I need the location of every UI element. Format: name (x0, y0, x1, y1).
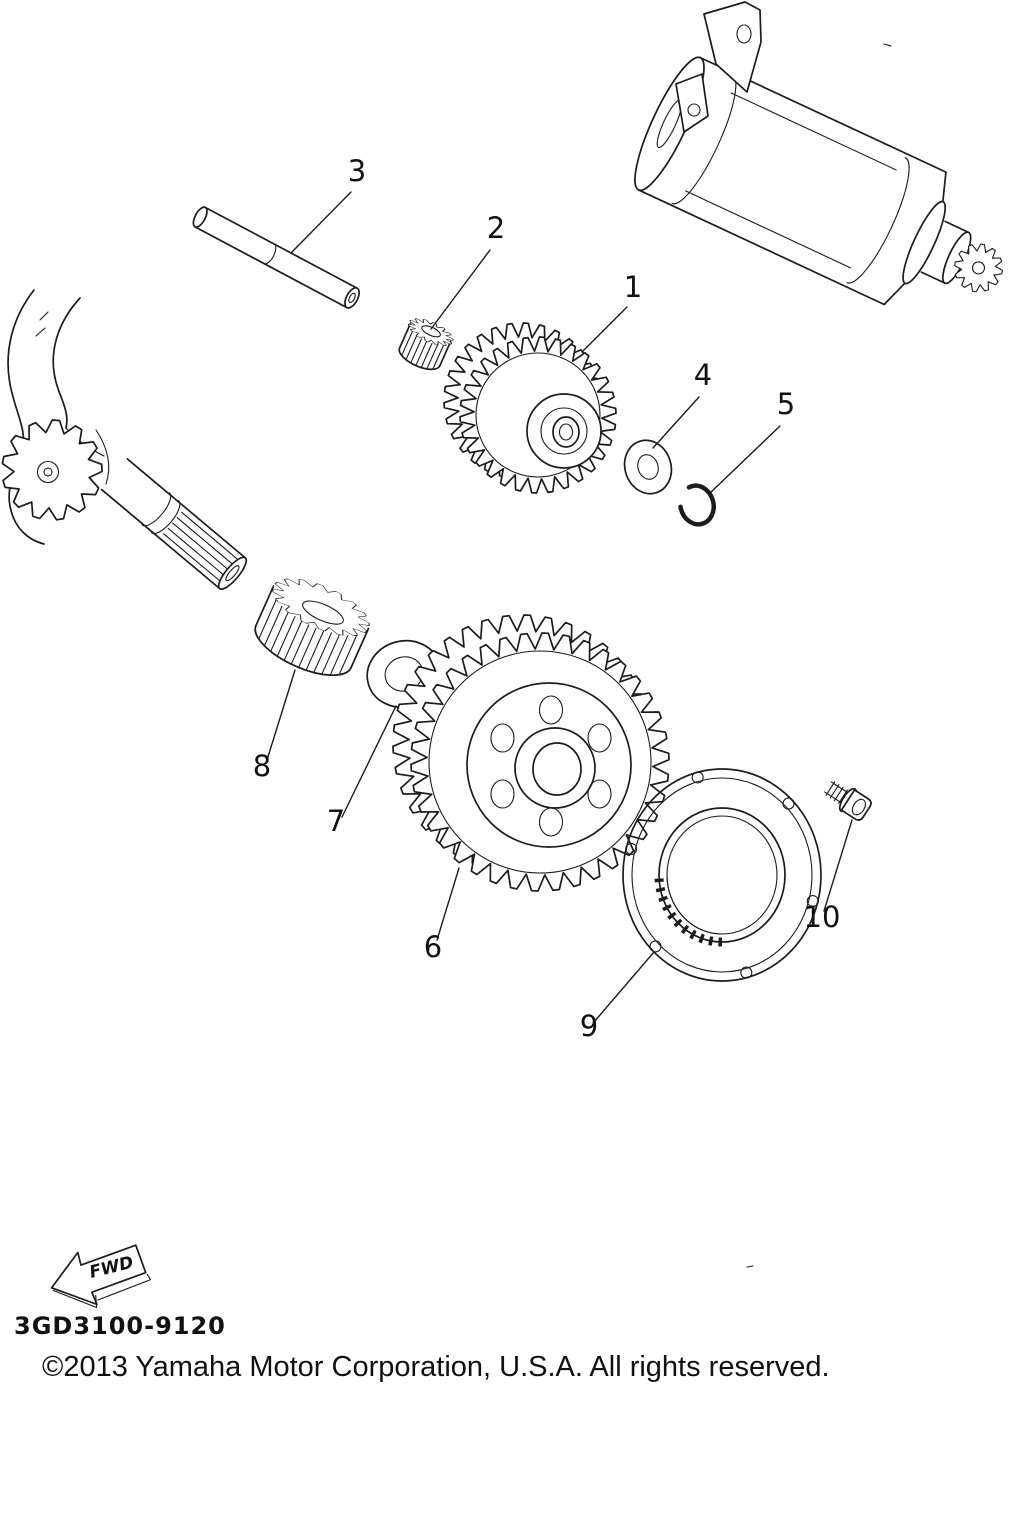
callout-6-label: 6 (424, 930, 442, 964)
part-code-text: 3GD3100-9120 (14, 1312, 226, 1340)
clutch-housing-drawing (622, 768, 822, 982)
large-bearing-rollers (272, 578, 370, 636)
callout-1: 1 (581, 270, 642, 353)
small-bearing-rollers (407, 318, 454, 346)
sprocket-teeth (1, 419, 103, 521)
callout-3: 3 (290, 154, 366, 254)
fwd-arrow: FWD (50, 1244, 152, 1309)
callout-9: 9 (580, 951, 655, 1043)
callout-2: 2 (430, 211, 505, 330)
callout-6: 6 (424, 867, 460, 964)
crankshaft-drawing (100, 458, 248, 590)
callout-8-label: 8 (253, 749, 271, 783)
idle-gear-drawing (443, 322, 617, 494)
callout-4: 4 (652, 358, 712, 449)
bolt-drawing (824, 781, 872, 821)
callout-3-label: 3 (348, 154, 366, 188)
callout-8: 8 (253, 669, 296, 783)
callout-5: 5 (708, 387, 795, 495)
one-way-clutch-rollers (654, 874, 723, 947)
small-bearing-drawing (398, 318, 454, 371)
motor-bracket (703, 1, 762, 93)
copyright-text: ©2013 Yamaha Motor Corporation, U.S.A. A… (42, 1351, 830, 1383)
callout-1-label: 1 (624, 270, 642, 304)
callout-5-label: 5 (777, 387, 795, 421)
starter-motor-drawing (634, 1, 1003, 306)
callout-10: 10 (804, 819, 853, 934)
callout-10-label: 10 (804, 900, 841, 934)
stray-mark-1 (883, 43, 892, 47)
shaft-pin-drawing (192, 206, 360, 309)
large-bearing-drawing (254, 578, 370, 676)
callout-2-label: 2 (487, 211, 505, 245)
callout-7: 7 (327, 705, 397, 838)
callout-4-label: 4 (694, 358, 712, 392)
clutch-gear-drawing (392, 614, 670, 892)
circlip-drawing (678, 483, 716, 527)
callout-7-label: 7 (327, 804, 345, 838)
stray-mark-2 (746, 1265, 754, 1268)
motor-shaft-splines (954, 243, 1003, 293)
small-washer-drawing (623, 439, 673, 495)
callout-9-label: 9 (580, 1009, 598, 1043)
crankcase-sketch (1, 289, 110, 545)
